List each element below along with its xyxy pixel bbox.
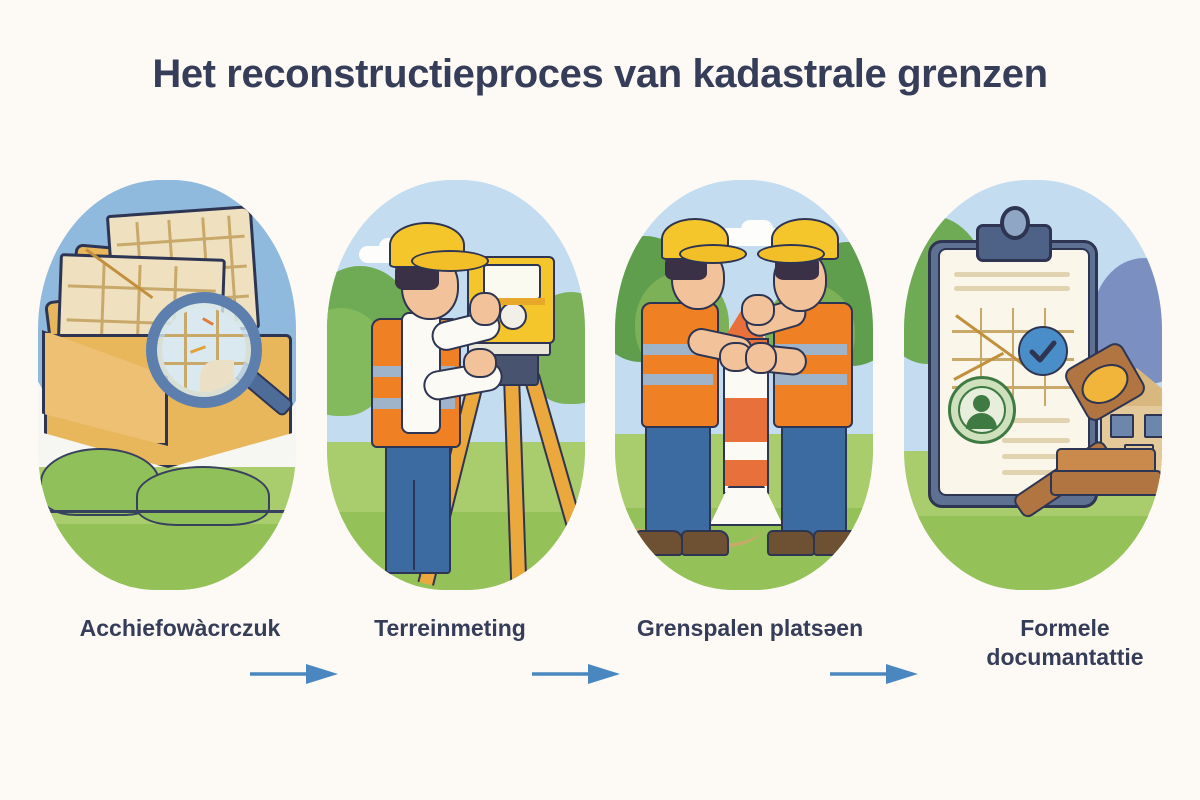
total-station-lens-icon [498,302,527,330]
worker-right-stripe-icon [775,344,848,355]
worker-left-vest-icon [641,302,720,428]
ground-line-icon [38,510,296,513]
grass-front-icon [326,512,585,590]
step-labels: Acchiefowàcrczuk Terreinmeting Grenspale… [0,614,1200,714]
clipboard-ring-icon [999,206,1030,240]
worker-right-boot-icon [767,530,816,556]
house-window-2-icon [1143,414,1162,438]
worker-right-boot-2-icon [813,530,862,556]
flow-arrow-3 [830,664,918,684]
step-panel-3[interactable] [615,180,874,590]
worker-left-stripe-2-icon [643,374,714,385]
worker-right-hand-2-icon [745,342,778,374]
flow-arrow-1 [250,664,338,684]
step-label-1: Acchiefowàcrczuk [79,615,281,641]
house-window-icon [1109,414,1134,438]
worker-right-legs-icon [781,414,848,544]
helmet-brim-icon [679,244,748,264]
process-panels [0,180,1200,600]
step-panel-2[interactable] [326,180,585,590]
surveyor-hand-lower-icon [462,348,497,378]
gavel-block-icon [1055,448,1156,474]
flow-arrow-2 [532,664,620,684]
worker-right-stripe-2-icon [775,374,848,385]
grass-front-icon [903,516,1162,590]
surveyor-legs-icon [384,434,451,574]
magnifier-glass-icon [162,308,246,392]
step-label-4: Formele documantattie [986,615,1144,671]
grass-front-icon [38,524,296,590]
worker-left-boot-2-icon [681,530,730,556]
worker-left-stripe-icon [643,344,714,355]
seal-person-body-icon [965,413,997,429]
step-panel-4[interactable] [903,180,1162,590]
checkmark-icon [1029,340,1057,363]
surveyor-hand-upper-icon [468,292,501,326]
step-label-3: Grenspalen platsəen [636,615,864,641]
page-title: Het reconstructieproces van kadastrale g… [152,52,1048,96]
step-panel-1[interactable] [38,180,296,590]
cloud-small-icon [741,220,774,238]
step-label-2: Terreinmeting [374,615,526,641]
worker-left-boot-icon [635,530,684,556]
gavel-block-base-icon [1049,470,1162,496]
bush-right-icon [136,466,270,526]
official-seal-icon [947,376,1016,444]
helmet-brim-icon [410,250,489,272]
surveyor-leg-split-icon [412,480,416,570]
total-station-bar-icon [472,298,545,305]
helmet-brim-icon [757,244,826,264]
worker-left-legs-icon [645,414,712,544]
worker-right-hand-icon [741,294,776,326]
seal-person-icon [972,395,990,412]
checkmark-badge-icon [1017,326,1068,376]
